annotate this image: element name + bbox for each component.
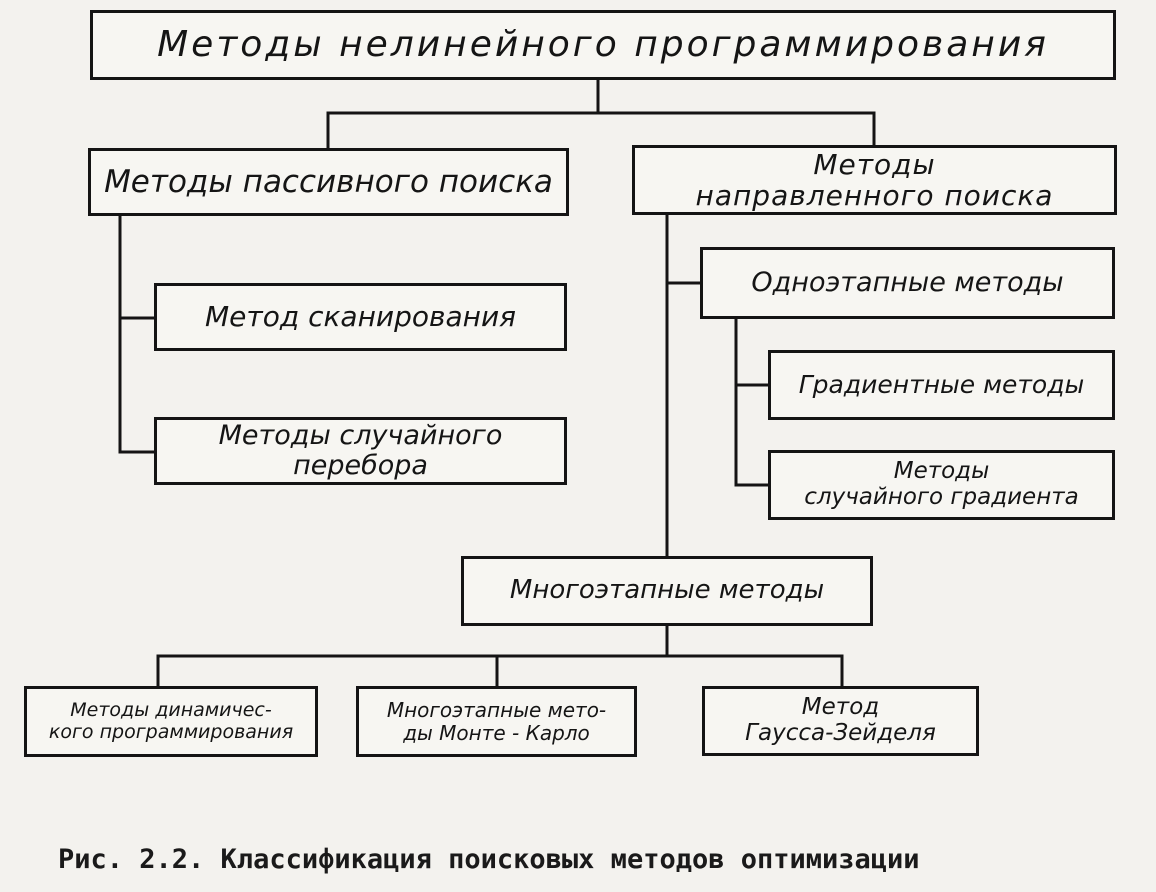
- node-gradient-methods: Градиентные методы: [768, 350, 1115, 420]
- node-passive-search-methods: Методы пассивного поиска: [88, 148, 569, 216]
- node-random-gradient-methods: Методы случайного градиента: [768, 450, 1115, 520]
- node-nonlinear-programming-methods: Методы нелинейного программирования: [90, 10, 1116, 80]
- node-dynamic-programming-methods: Методы динамичес- кого программирования: [24, 686, 318, 757]
- node-directed-search-methods: Методы направленного поиска: [632, 145, 1117, 215]
- figure-caption: Рис. 2.2. Классификация поисковых методо…: [58, 844, 920, 875]
- node-scanning-method: Метод сканирования: [154, 283, 567, 351]
- node-single-stage-methods: Одноэтапные методы: [700, 247, 1115, 319]
- node-monte-carlo-methods: Многоэтапные мето- ды Монте - Карло: [356, 686, 637, 757]
- node-gauss-seidel-method: Метод Гаусса-Зейделя: [702, 686, 979, 756]
- node-multi-stage-methods: Многоэтапные методы: [461, 556, 873, 626]
- node-random-search-methods: Методы случайного перебора: [154, 417, 567, 485]
